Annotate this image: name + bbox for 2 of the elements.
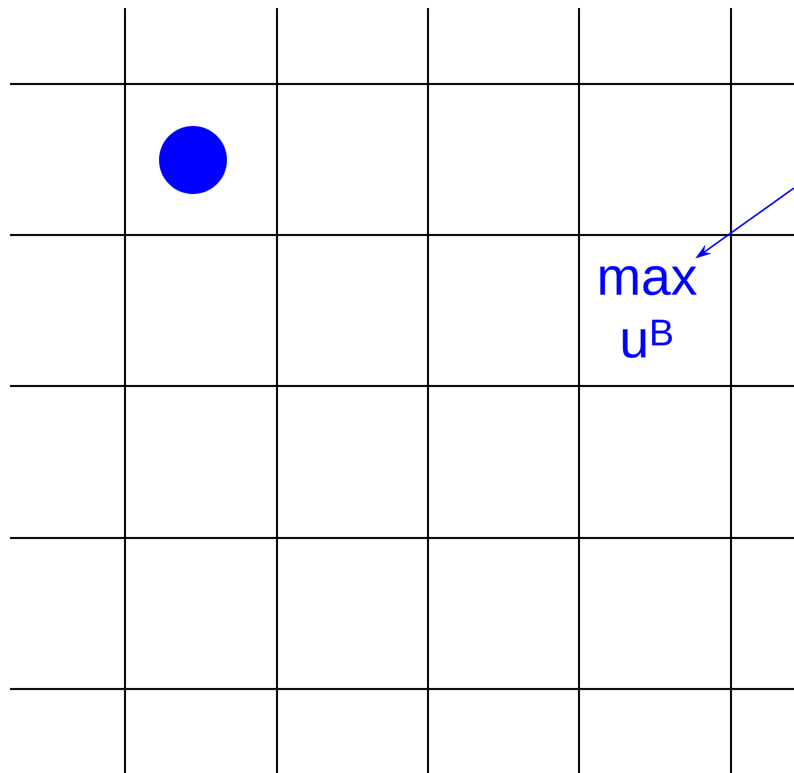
text-label: max u$^{B}$ xyxy=(600,266,697,358)
dot xyxy=(159,126,227,194)
